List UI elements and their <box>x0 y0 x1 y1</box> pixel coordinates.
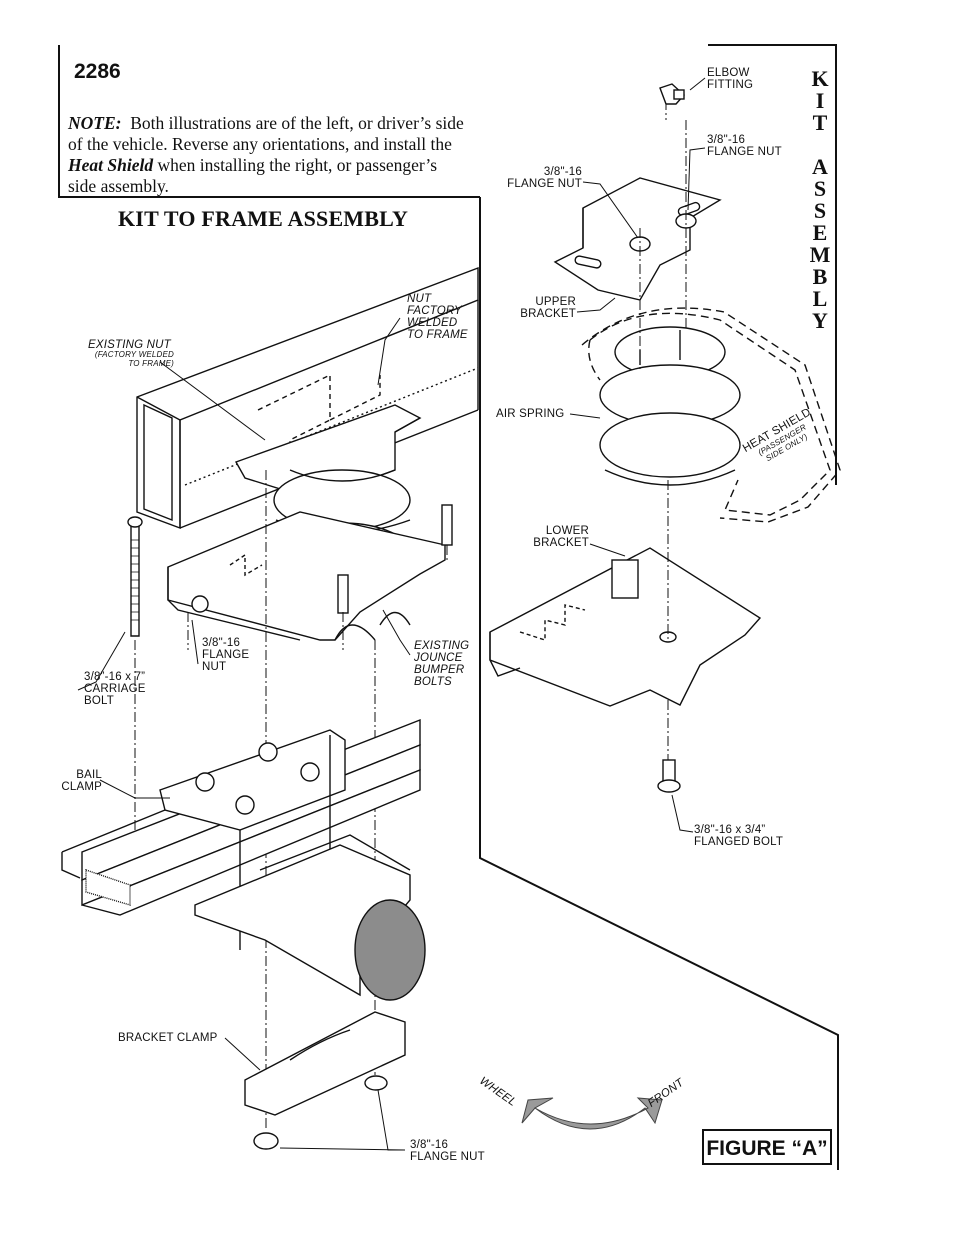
vertical-title-i: I <box>815 88 825 113</box>
right-lower-bracket <box>489 547 762 707</box>
vertical-title-s2: S <box>813 198 827 223</box>
leaders-left <box>77 317 411 1151</box>
direction-arrow <box>521 1097 663 1130</box>
vertical-title-e: E <box>812 220 828 245</box>
vertical-title-k: K <box>811 66 829 91</box>
label-bracket-clamp: BRACKET CLAMP <box>118 1032 218 1044</box>
vertical-title-s1: S <box>813 176 827 201</box>
axle <box>194 834 426 1001</box>
vertical-title-t: T <box>812 110 828 135</box>
right-air-spring <box>599 326 741 486</box>
kit-to-frame-title: KIT TO FRAME ASSEMBLY <box>118 206 409 231</box>
vertical-title-y: Y <box>812 308 828 333</box>
note-text: NOTE: Both illustrations are of the left… <box>68 113 468 197</box>
vertical-title-a: A <box>812 154 828 179</box>
page-number: 2286 <box>74 60 121 83</box>
note-text-2: when installing the right, or passenger’… <box>68 155 438 196</box>
vertical-title-b: B <box>812 264 828 289</box>
left-lower-bracket <box>167 511 446 641</box>
bail-clamp <box>61 729 346 950</box>
centerlines-right <box>639 120 687 760</box>
vertical-title-m: M <box>809 242 831 267</box>
vertical-title-l: L <box>812 286 828 311</box>
right-panel-border <box>708 44 837 485</box>
figure-label: FIGURE “A” <box>702 1129 832 1165</box>
right-upper-bracket <box>553 177 722 301</box>
elbow-fitting <box>659 83 685 120</box>
carriage-bolt <box>127 516 143 637</box>
label-air-spring: AIR SPRING <box>496 408 565 420</box>
left-panel-border <box>479 197 839 1170</box>
note-emphasis: Heat Shield <box>68 155 154 175</box>
flanged-bolt <box>657 759 681 793</box>
note-lead: NOTE: <box>68 113 122 133</box>
label-existing-nut: EXISTING NUT <box>88 339 171 351</box>
note-text-1: Both illustrations are of the left, or d… <box>68 113 464 154</box>
heat-shield <box>588 312 831 516</box>
bracket-clamp <box>244 1011 406 1150</box>
label-flanged-bolt: 3/8"-16 x 3/4”FLANGED BOLT <box>694 824 784 848</box>
axle-end-shade <box>354 899 426 1001</box>
leaders-right <box>569 77 706 833</box>
note-box-border <box>58 45 480 198</box>
jounce-bolts <box>191 504 453 614</box>
